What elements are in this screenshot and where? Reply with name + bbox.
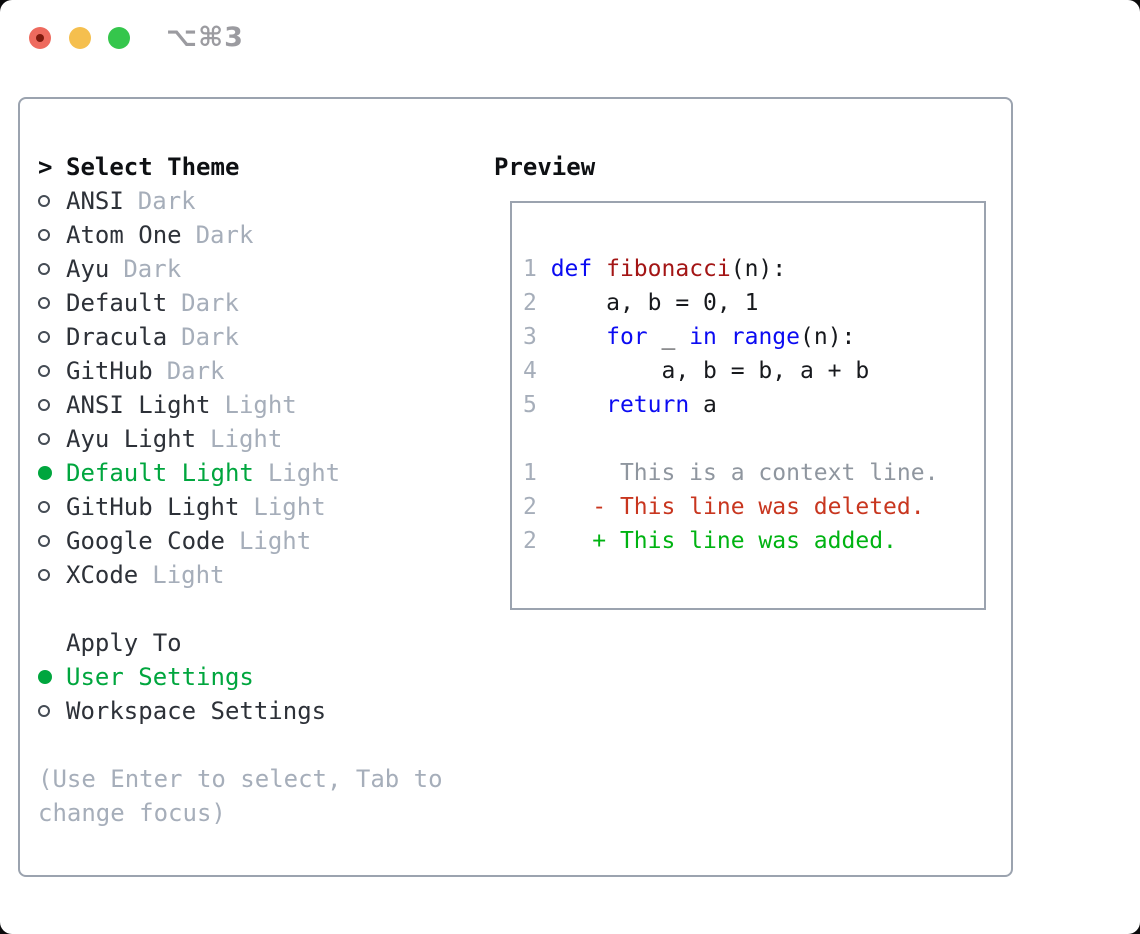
theme-variant-tag: Dark (137, 187, 196, 215)
code-line: 1 This is a context line. (523, 460, 939, 486)
preview-heading: Preview (494, 153, 596, 181)
theme-variant-tag: Dark (123, 255, 182, 283)
theme-variant-tag: Light (253, 493, 326, 521)
help-text: (Use Enter to select, Tab to change focus… (38, 762, 443, 830)
radio-icon (38, 433, 50, 445)
theme-option-ansi-light[interactable]: ANSI Light Light (38, 388, 340, 422)
help-line: (Use Enter to select, Tab to (38, 765, 443, 793)
theme-option-google-code[interactable]: Google Code Light (38, 524, 340, 558)
prompt-cursor-icon: > (38, 153, 53, 181)
theme-variant-tag: Light (210, 425, 283, 453)
code-line: 5 return a (523, 392, 717, 418)
radio-icon (38, 331, 50, 343)
radio-icon (38, 229, 50, 241)
code-line: 2 a, b = 0, 1 (523, 290, 759, 316)
code-area: 1 def fibonacci(n): 2 a, b = 0, 1 3 for _ … (523, 252, 938, 558)
apply-option-workspace-settings[interactable]: Workspace Settings (38, 694, 326, 728)
theme-option-label: Dracula (66, 323, 168, 351)
radio-selected-icon (38, 670, 52, 684)
code-line: 4 a, b = b, a + b (523, 358, 870, 384)
radio-icon (38, 501, 50, 513)
radio-icon (38, 535, 50, 547)
window-title: ⌥⌘3 (166, 22, 244, 53)
apply-to-heading-row: Apply To (38, 626, 326, 660)
code-line (523, 422, 938, 456)
theme-variant-tag: Dark (181, 289, 239, 317)
theme-variant-tag: Dark (166, 357, 225, 385)
theme-variant-tag: Light (267, 459, 341, 487)
theme-variant-tag: Dark (195, 221, 254, 249)
theme-option-default[interactable]: Default Dark (38, 286, 340, 320)
theme-option-github[interactable]: GitHub Dark (38, 354, 340, 388)
zoom-button[interactable] (108, 27, 130, 49)
apply-to-heading: Apply To (66, 629, 182, 657)
theme-option-label: Default Light (66, 459, 254, 487)
code-line: 2 + This line was added. (523, 528, 897, 554)
preview-box: 1 def fibonacci(n): 2 a, b = 0, 1 3 for _ … (510, 201, 986, 610)
theme-option-label: Ayu (66, 255, 110, 283)
theme-option-atom-one[interactable]: Atom One Dark (38, 218, 340, 252)
radio-selected-icon (38, 466, 52, 480)
code-line: 3 for _ in range(n): (523, 324, 856, 350)
theme-option-ansi[interactable]: ANSI Dark (38, 184, 340, 218)
theme-option-ayu[interactable]: Ayu Dark (38, 252, 340, 286)
theme-option-label: Google Code (66, 527, 225, 555)
unsaved-dot-icon (36, 34, 44, 42)
theme-variant-tag: Light (152, 561, 225, 589)
radio-icon (38, 297, 50, 309)
theme-option-label: GitHub (66, 357, 153, 385)
select-theme-heading: Select Theme (66, 153, 240, 181)
theme-option-xcode[interactable]: XCode Light (38, 558, 340, 592)
theme-option-default-light[interactable]: Default Light Light (38, 456, 340, 490)
theme-option-label: Default (66, 289, 168, 317)
help-line: change focus) (38, 799, 226, 827)
theme-variant-tag: Light (238, 527, 312, 555)
apply-option-user-settings[interactable]: User Settings (38, 660, 326, 694)
radio-icon (38, 365, 50, 377)
minimize-button[interactable] (69, 27, 91, 49)
radio-icon (38, 263, 50, 275)
theme-option-label: XCode (66, 561, 139, 589)
theme-variant-tag: Light (224, 391, 297, 419)
theme-variant-tag: Dark (181, 323, 239, 351)
code-line: 2 - This line was deleted. (523, 494, 925, 520)
apply-option-label: User Settings (66, 663, 254, 691)
theme-option-ayu-light[interactable]: Ayu Light Light (38, 422, 340, 456)
radio-icon (38, 705, 50, 717)
radio-icon (38, 399, 50, 411)
theme-option-label: ANSI (66, 187, 124, 215)
radio-icon (38, 195, 50, 207)
close-button[interactable] (29, 27, 51, 49)
code-line: 1 def fibonacci(n): (523, 256, 787, 282)
radio-icon (38, 569, 50, 581)
theme-option-dracula[interactable]: Dracula Dark (38, 320, 340, 354)
select-theme-heading-row: > Select Theme (38, 150, 340, 184)
theme-option-label: Atom One (66, 221, 182, 249)
theme-option-label: ANSI Light (66, 391, 211, 419)
theme-option-label: Ayu Light (66, 425, 197, 453)
theme-option-label: GitHub Light (66, 493, 240, 521)
apply-option-label: Workspace Settings (66, 697, 327, 725)
theme-option-github-light[interactable]: GitHub Light Light (38, 490, 340, 524)
